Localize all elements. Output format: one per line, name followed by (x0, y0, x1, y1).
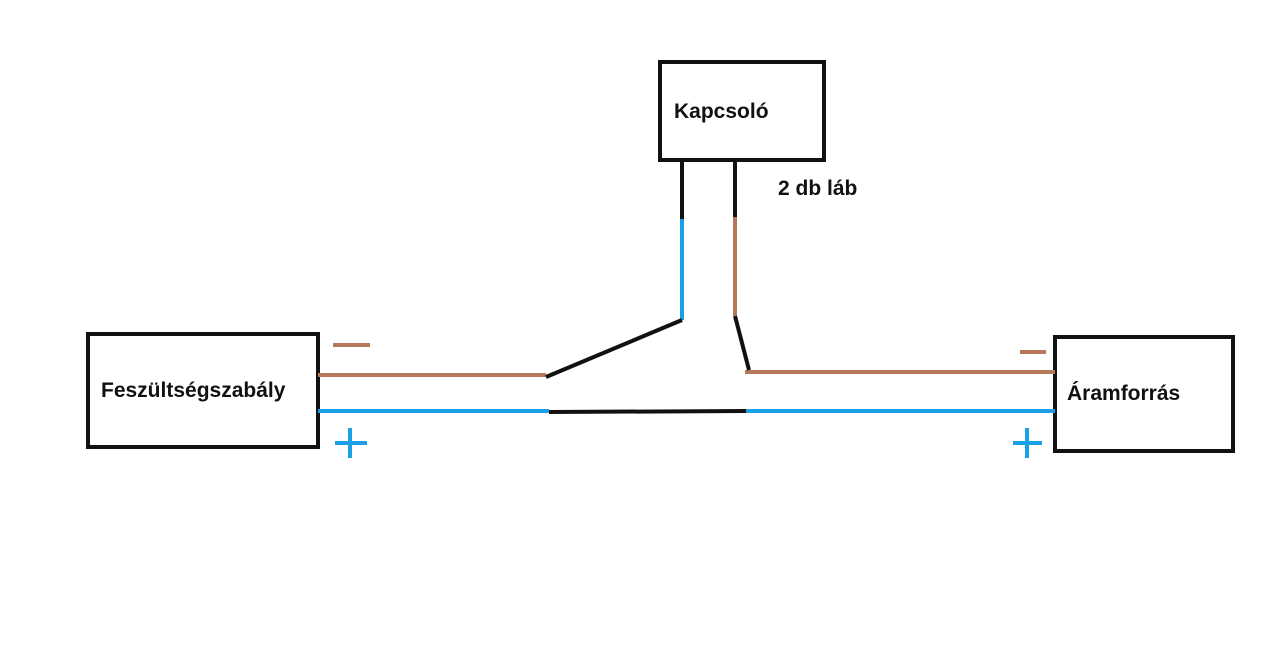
plus-sign-left (335, 428, 367, 458)
switch-link-left (545, 318, 683, 379)
plus-sign-right (1013, 428, 1042, 458)
positive-bridge-black (548, 409, 747, 414)
regulator-box (86, 332, 320, 449)
switch-box (658, 60, 826, 162)
power-source-box (1053, 335, 1235, 453)
regulator-label: Feszültségszabály (101, 379, 286, 402)
switch-link-right (733, 315, 751, 371)
switch-label: Kapcsoló (674, 100, 769, 123)
power-source-label: Áramforrás (1067, 382, 1180, 405)
switch-legs-note: 2 db láb (778, 177, 857, 200)
